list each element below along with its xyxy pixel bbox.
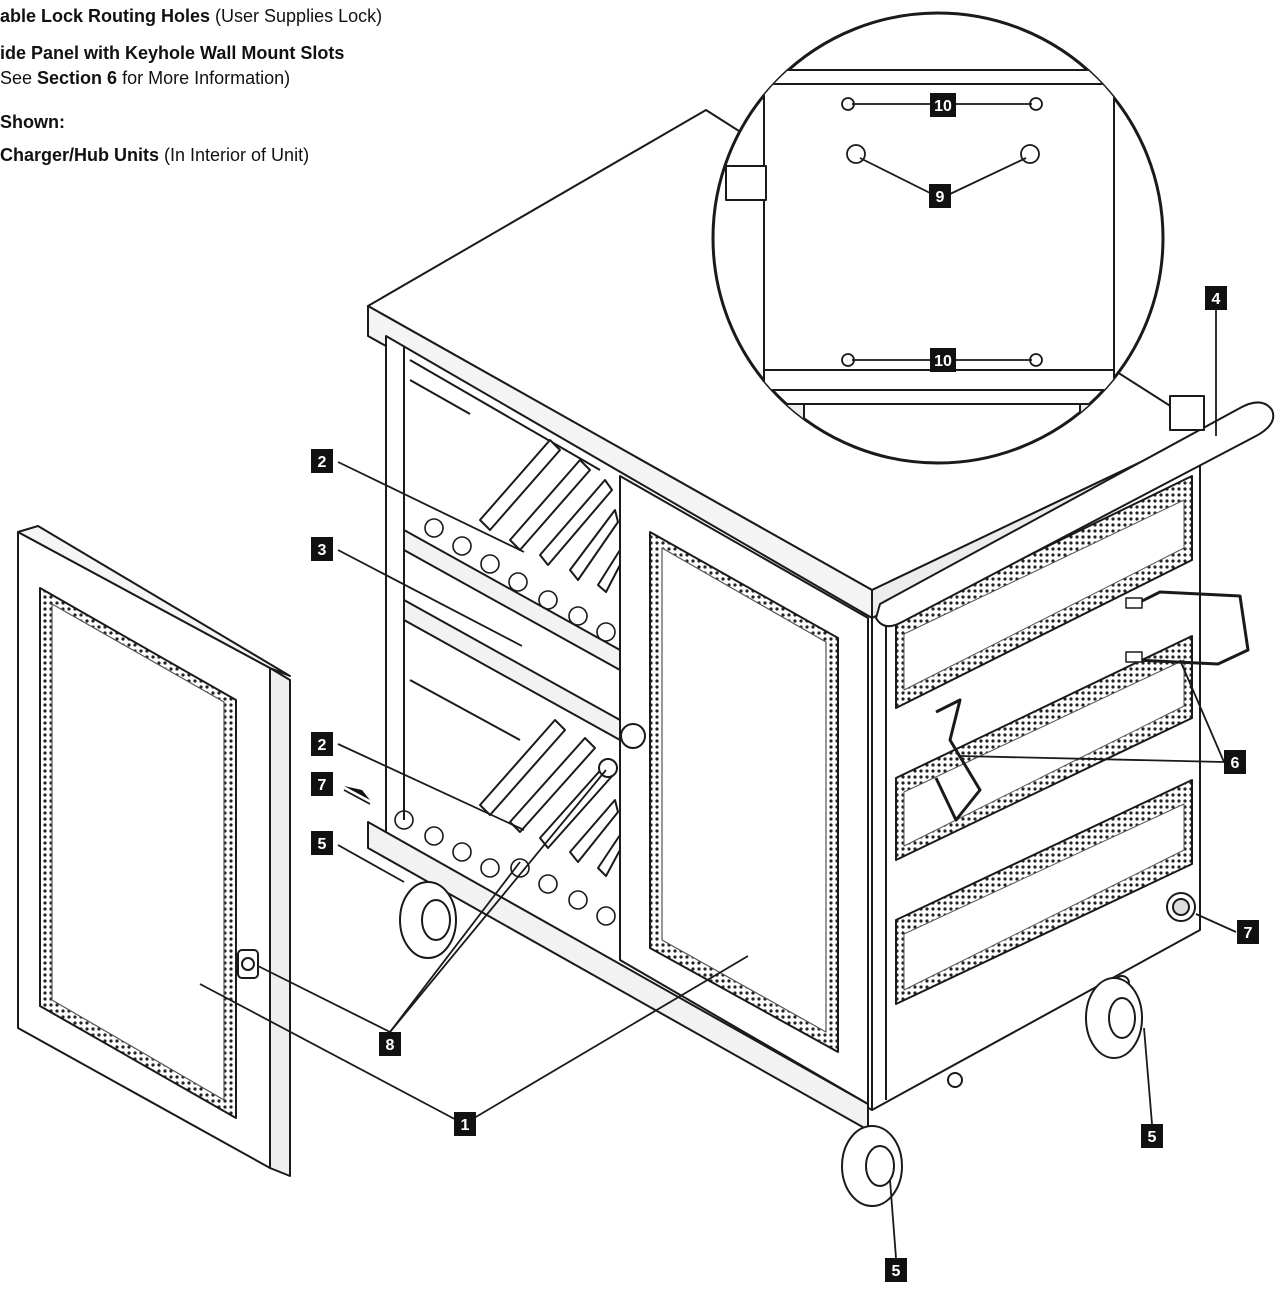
side-panel	[871, 459, 1201, 1111]
svg-text:5: 5	[1148, 1129, 1157, 1146]
svg-text:2: 2	[318, 454, 327, 471]
callout-10-top: 10	[930, 93, 956, 117]
callout-3: 3	[311, 537, 333, 561]
svg-text:3: 3	[318, 542, 327, 559]
callout-9: 9	[929, 184, 951, 208]
svg-text:7: 7	[1244, 925, 1253, 942]
svg-text:8: 8	[386, 1037, 395, 1054]
legend-item-side-panel: ide Panel with Keyhole Wall Mount Slots	[0, 43, 345, 63]
svg-text:1: 1	[461, 1117, 470, 1134]
side-handles	[934, 590, 1250, 822]
callout-5-bottom: 5	[885, 1258, 907, 1282]
casters	[399, 881, 1143, 1207]
detached-door	[17, 525, 291, 1177]
callout-2-lower: 2	[311, 732, 333, 756]
fixed-front-panel	[598, 475, 869, 1105]
legend-item-cable-lock-holes: able Lock Routing Holes (User Supplies L…	[0, 6, 383, 26]
leader-lines	[199, 103, 1237, 1259]
arrow-icon	[344, 786, 370, 800]
charger-ports	[394, 518, 616, 926]
svg-text:10: 10	[934, 98, 952, 115]
callout-5-left: 5	[311, 831, 333, 855]
zoom-detail	[711, 11, 1165, 465]
callout-7-right: 7	[1237, 920, 1259, 944]
svg-text:2: 2	[318, 737, 327, 754]
callout-2-upper: 2	[311, 449, 333, 473]
push-handle	[875, 395, 1275, 628]
svg-text:7: 7	[318, 777, 327, 794]
callout-1: 1	[454, 1112, 476, 1136]
callout-10-bottom: 10	[930, 348, 956, 372]
callout-6: 6	[1224, 750, 1246, 774]
legend-heading-shown: Shown:	[0, 112, 65, 132]
svg-text:4: 4	[1212, 291, 1221, 308]
svg-text:10: 10	[934, 353, 952, 370]
legend-item-section-ref: See Section 6 for More Information)	[0, 68, 291, 88]
callout-4: 4	[1205, 286, 1227, 310]
svg-text:6: 6	[1231, 755, 1240, 772]
upper-shelf-dividers	[479, 439, 621, 593]
callout-5-right: 5	[1141, 1124, 1163, 1148]
callout-7-left: 7	[311, 772, 333, 796]
legend-item-charger-hub: Charger/Hub Units (In Interior of Unit)	[0, 145, 310, 165]
callout-8: 8	[379, 1032, 401, 1056]
svg-text:5: 5	[318, 836, 327, 853]
svg-text:5: 5	[892, 1263, 901, 1280]
svg-text:9: 9	[936, 189, 945, 206]
